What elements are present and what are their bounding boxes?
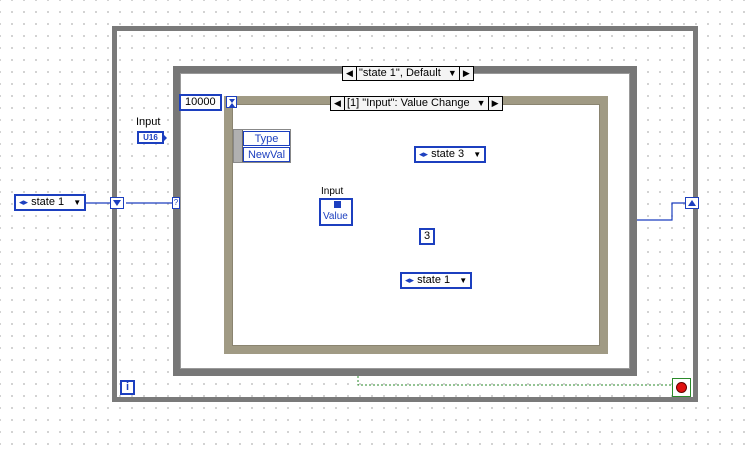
numeric-constant-3[interactable]: 3: [419, 228, 436, 245]
enum-indicator-icon: ◂▸: [405, 275, 415, 285]
input-terminal[interactable]: U16: [137, 131, 167, 144]
event-selector[interactable]: ◀ [1] "Input": Value Change ▼ ▶: [330, 96, 503, 111]
input-terminal-label: Input: [136, 116, 161, 128]
shift-register-right[interactable]: [685, 197, 699, 209]
enum-initial-state[interactable]: ◂▸ state 1 ▼: [14, 194, 87, 211]
wire-boolean-to-stop: [357, 376, 672, 386]
enum-state-3[interactable]: ◂▸ state 3 ▼: [414, 146, 487, 163]
enum-indicator-icon: ◂▸: [19, 197, 29, 207]
timeout-hourglass-icon: [226, 96, 237, 108]
event-structure-diagram: [232, 104, 600, 346]
case-prev-icon[interactable]: ◀: [343, 67, 357, 80]
case-selector[interactable]: ◀ "state 1", Default ▼ ▶: [342, 66, 474, 81]
iteration-terminal: i: [120, 380, 135, 395]
case-selector-terminal[interactable]: ?: [172, 197, 180, 209]
event-data-node-handle[interactable]: [234, 130, 243, 162]
property-node-icon: [334, 201, 341, 208]
case-selector-label: "state 1", Default: [359, 67, 441, 79]
property-node-value: Value: [323, 211, 348, 222]
event-dropdown-icon[interactable]: ▼: [476, 98, 486, 108]
enum-indicator-icon: ◂▸: [419, 149, 429, 159]
timeout-constant[interactable]: 10000: [179, 94, 222, 111]
enum-dropdown-icon[interactable]: ▼: [459, 276, 468, 285]
wire-case-to-shift-register: [634, 202, 685, 221]
stop-terminal-icon[interactable]: [672, 378, 691, 397]
case-dropdown-icon[interactable]: ▼: [447, 68, 457, 78]
event-next-icon[interactable]: ▶: [487, 97, 502, 110]
input-property-node[interactable]: Value: [319, 198, 353, 226]
while-loop[interactable]: [112, 26, 698, 402]
event-selector-label: [1] "Input": Value Change: [347, 97, 470, 109]
event-data-newval[interactable]: NewVal: [243, 147, 290, 162]
event-prev-icon[interactable]: ◀: [331, 97, 345, 110]
local-variable-label: Input: [321, 186, 344, 197]
enum-dropdown-icon[interactable]: ▼: [473, 150, 482, 159]
event-data-node[interactable]: Type NewVal: [233, 129, 291, 163]
enum-state-1[interactable]: ◂▸ state 1 ▼: [400, 272, 473, 289]
enum-dropdown-icon[interactable]: ▼: [73, 198, 82, 207]
case-next-icon[interactable]: ▶: [458, 67, 473, 80]
event-data-type[interactable]: Type: [243, 131, 290, 146]
shift-register-left[interactable]: [110, 197, 124, 209]
